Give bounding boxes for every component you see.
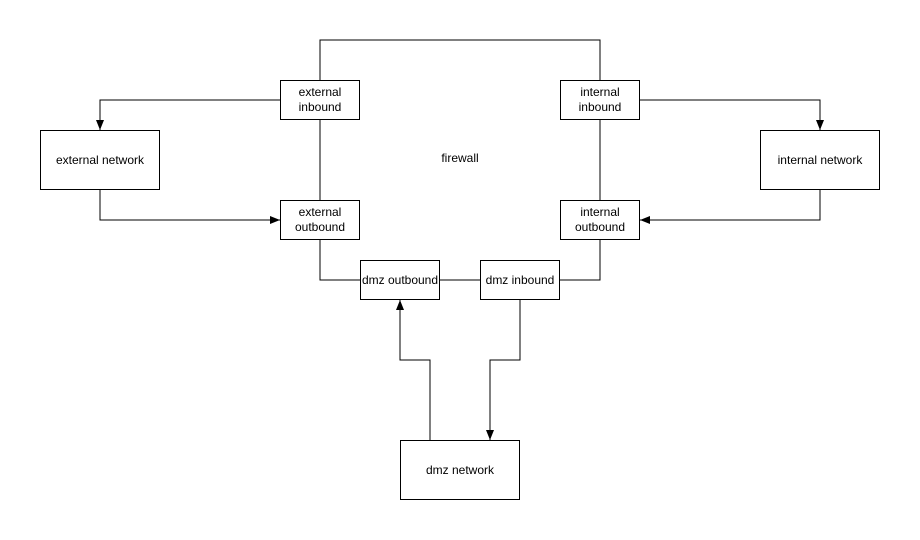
edge-internal-inbound-to-internal-network xyxy=(640,99,824,130)
edge-external-inbound-to-external-network xyxy=(96,99,280,130)
node-external-network: external network xyxy=(40,130,160,190)
connector-internal-outbound-to-dmz-inbound xyxy=(560,240,601,281)
node-dmz-outbound: dmz outbound xyxy=(360,260,440,300)
connector-external-inbound-to-internal-inbound xyxy=(319,39,601,80)
edge-external-network-to-external-outbound xyxy=(99,190,280,224)
node-internal-network: internal network xyxy=(760,130,880,190)
node-label: external network xyxy=(55,152,145,167)
node-external-inbound: external inbound xyxy=(280,80,360,120)
node-dmz-network: dmz network xyxy=(400,440,520,500)
node-external-outbound: external outbound xyxy=(280,200,360,240)
node-label: internal inbound xyxy=(578,85,622,114)
connector-external-outbound-to-dmz-outbound xyxy=(319,240,360,281)
edge-dmz-network-to-dmz-outbound xyxy=(396,300,431,440)
node-label: external inbound xyxy=(298,85,342,114)
edge-internal-network-to-internal-outbound xyxy=(640,190,821,224)
node-label: external outbound xyxy=(294,205,346,234)
node-label: dmz outbound xyxy=(361,272,439,287)
node-label: dmz inbound xyxy=(485,272,555,287)
node-label: internal outbound xyxy=(574,205,626,234)
firewall-label: firewall xyxy=(441,151,479,165)
node-dmz-inbound: dmz inbound xyxy=(480,260,560,300)
node-label: internal network xyxy=(777,152,863,167)
node-internal-outbound: internal outbound xyxy=(560,200,640,240)
edge-dmz-inbound-to-dmz-network xyxy=(486,300,521,440)
node-internal-inbound: internal inbound xyxy=(560,80,640,120)
node-label: dmz network xyxy=(425,462,495,477)
